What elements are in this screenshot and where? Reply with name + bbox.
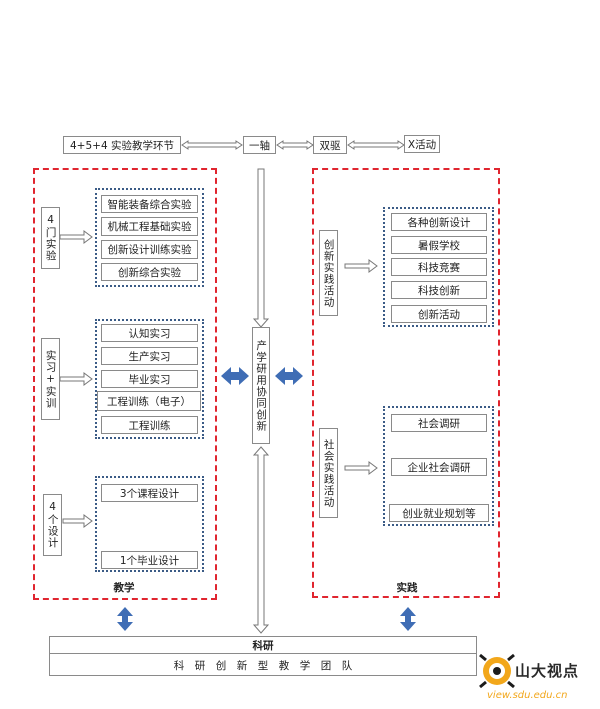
arrow-left-g2: [59, 372, 93, 386]
practice-g1-item-4: 创新活动: [391, 305, 487, 323]
teaching-group2-side: 实习+实训: [41, 338, 60, 420]
eval-label-text: 4+5+4 实验教学环节: [70, 139, 174, 152]
double-arrow-top-1: [181, 140, 243, 150]
blue-arrow-practice-down: [400, 607, 416, 631]
teaching-g2-item-3: 工程训练（电子）: [97, 391, 201, 411]
practice-g2-item-1: 企业社会调研: [391, 458, 487, 476]
practice-label: 实践: [396, 582, 418, 594]
teaching-region: [33, 168, 217, 600]
watermark-brand: 山大视点: [515, 662, 580, 680]
updown-arrow-center: [252, 446, 270, 634]
center-collab-box: 产学研用协同创新: [252, 327, 270, 444]
research-bar: 科研 科 研 创 新 型 教 学 团 队: [49, 636, 477, 676]
x-activity-box: X活动: [404, 135, 440, 153]
practice-group2-side: 社会实践活动: [319, 428, 338, 518]
teaching-group2-side-text: 实习+实训: [44, 349, 57, 409]
teaching-g1-item-1: 机械工程基础实验: [101, 217, 198, 236]
practice-group1-side-text: 创新实践活动: [322, 238, 335, 308]
practice-region: [312, 168, 500, 598]
one-axis-box: 一轴: [243, 136, 276, 154]
blue-arrow-right: [275, 367, 303, 385]
watermark-url: view.sdu.edu.cn: [487, 690, 568, 701]
teaching-group3-side-text: 4个设计: [46, 501, 59, 549]
research-title: 科研: [50, 637, 476, 654]
sdu-logo-icon: [479, 653, 515, 689]
teaching-group1-side: 4门实验: [41, 207, 60, 269]
eval-label-box: 4+5+4 实验教学环节: [63, 136, 181, 154]
teaching-group1-side-text: 4门实验: [44, 214, 57, 262]
teaching-g2-item-0: 认知实习: [101, 324, 198, 342]
research-subtitle: 科 研 创 新 型 教 学 团 队: [173, 659, 353, 672]
one-axis-text: 一轴: [249, 139, 270, 152]
dual-drive-text: 双驱: [319, 139, 341, 152]
down-arrow-center: [252, 168, 270, 328]
practice-group1-side: 创新实践活动: [319, 230, 338, 316]
practice-group2-side-text: 社会实践活动: [322, 438, 335, 508]
teaching-g3-item-0: 3个课程设计: [101, 484, 198, 502]
teaching-g1-item-0: 智能装备综合实验: [101, 195, 198, 213]
practice-g2-item-2: 创业就业规划等: [389, 504, 489, 522]
teaching-group3-side: 4个设计: [43, 494, 62, 556]
practice-g2-item-0: 社会调研: [391, 414, 487, 432]
practice-g1-item-0: 各种创新设计: [391, 213, 487, 231]
blue-arrow-teaching-down: [117, 607, 133, 631]
teaching-g2-item-2: 毕业实习: [101, 370, 198, 388]
practice-g1-item-2: 科技竞赛: [391, 258, 487, 276]
teaching-label: 教学: [113, 582, 135, 594]
dual-drive-box: 双驱: [313, 136, 347, 154]
blue-arrow-left: [221, 367, 249, 385]
teaching-g2-item-4: 工程训练: [101, 416, 198, 434]
center-collab-text: 产学研用协同创新: [255, 339, 268, 432]
teaching-g1-item-2: 创新设计训练实验: [101, 240, 198, 259]
teaching-g1-item-3: 创新综合实验: [101, 263, 198, 281]
practice-g1-item-3: 科技创新: [391, 281, 487, 299]
arrow-right-g2: [344, 461, 378, 475]
teaching-g2-item-1: 生产实习: [101, 347, 198, 365]
arrow-left-g3: [62, 514, 93, 528]
x-activity-text: X活动: [407, 138, 437, 151]
teaching-g3-item-1: 1个毕业设计: [101, 551, 198, 569]
practice-g1-item-1: 暑假学校: [391, 236, 487, 254]
arrow-left-g1: [59, 230, 93, 244]
arrow-right-g1: [344, 259, 378, 273]
